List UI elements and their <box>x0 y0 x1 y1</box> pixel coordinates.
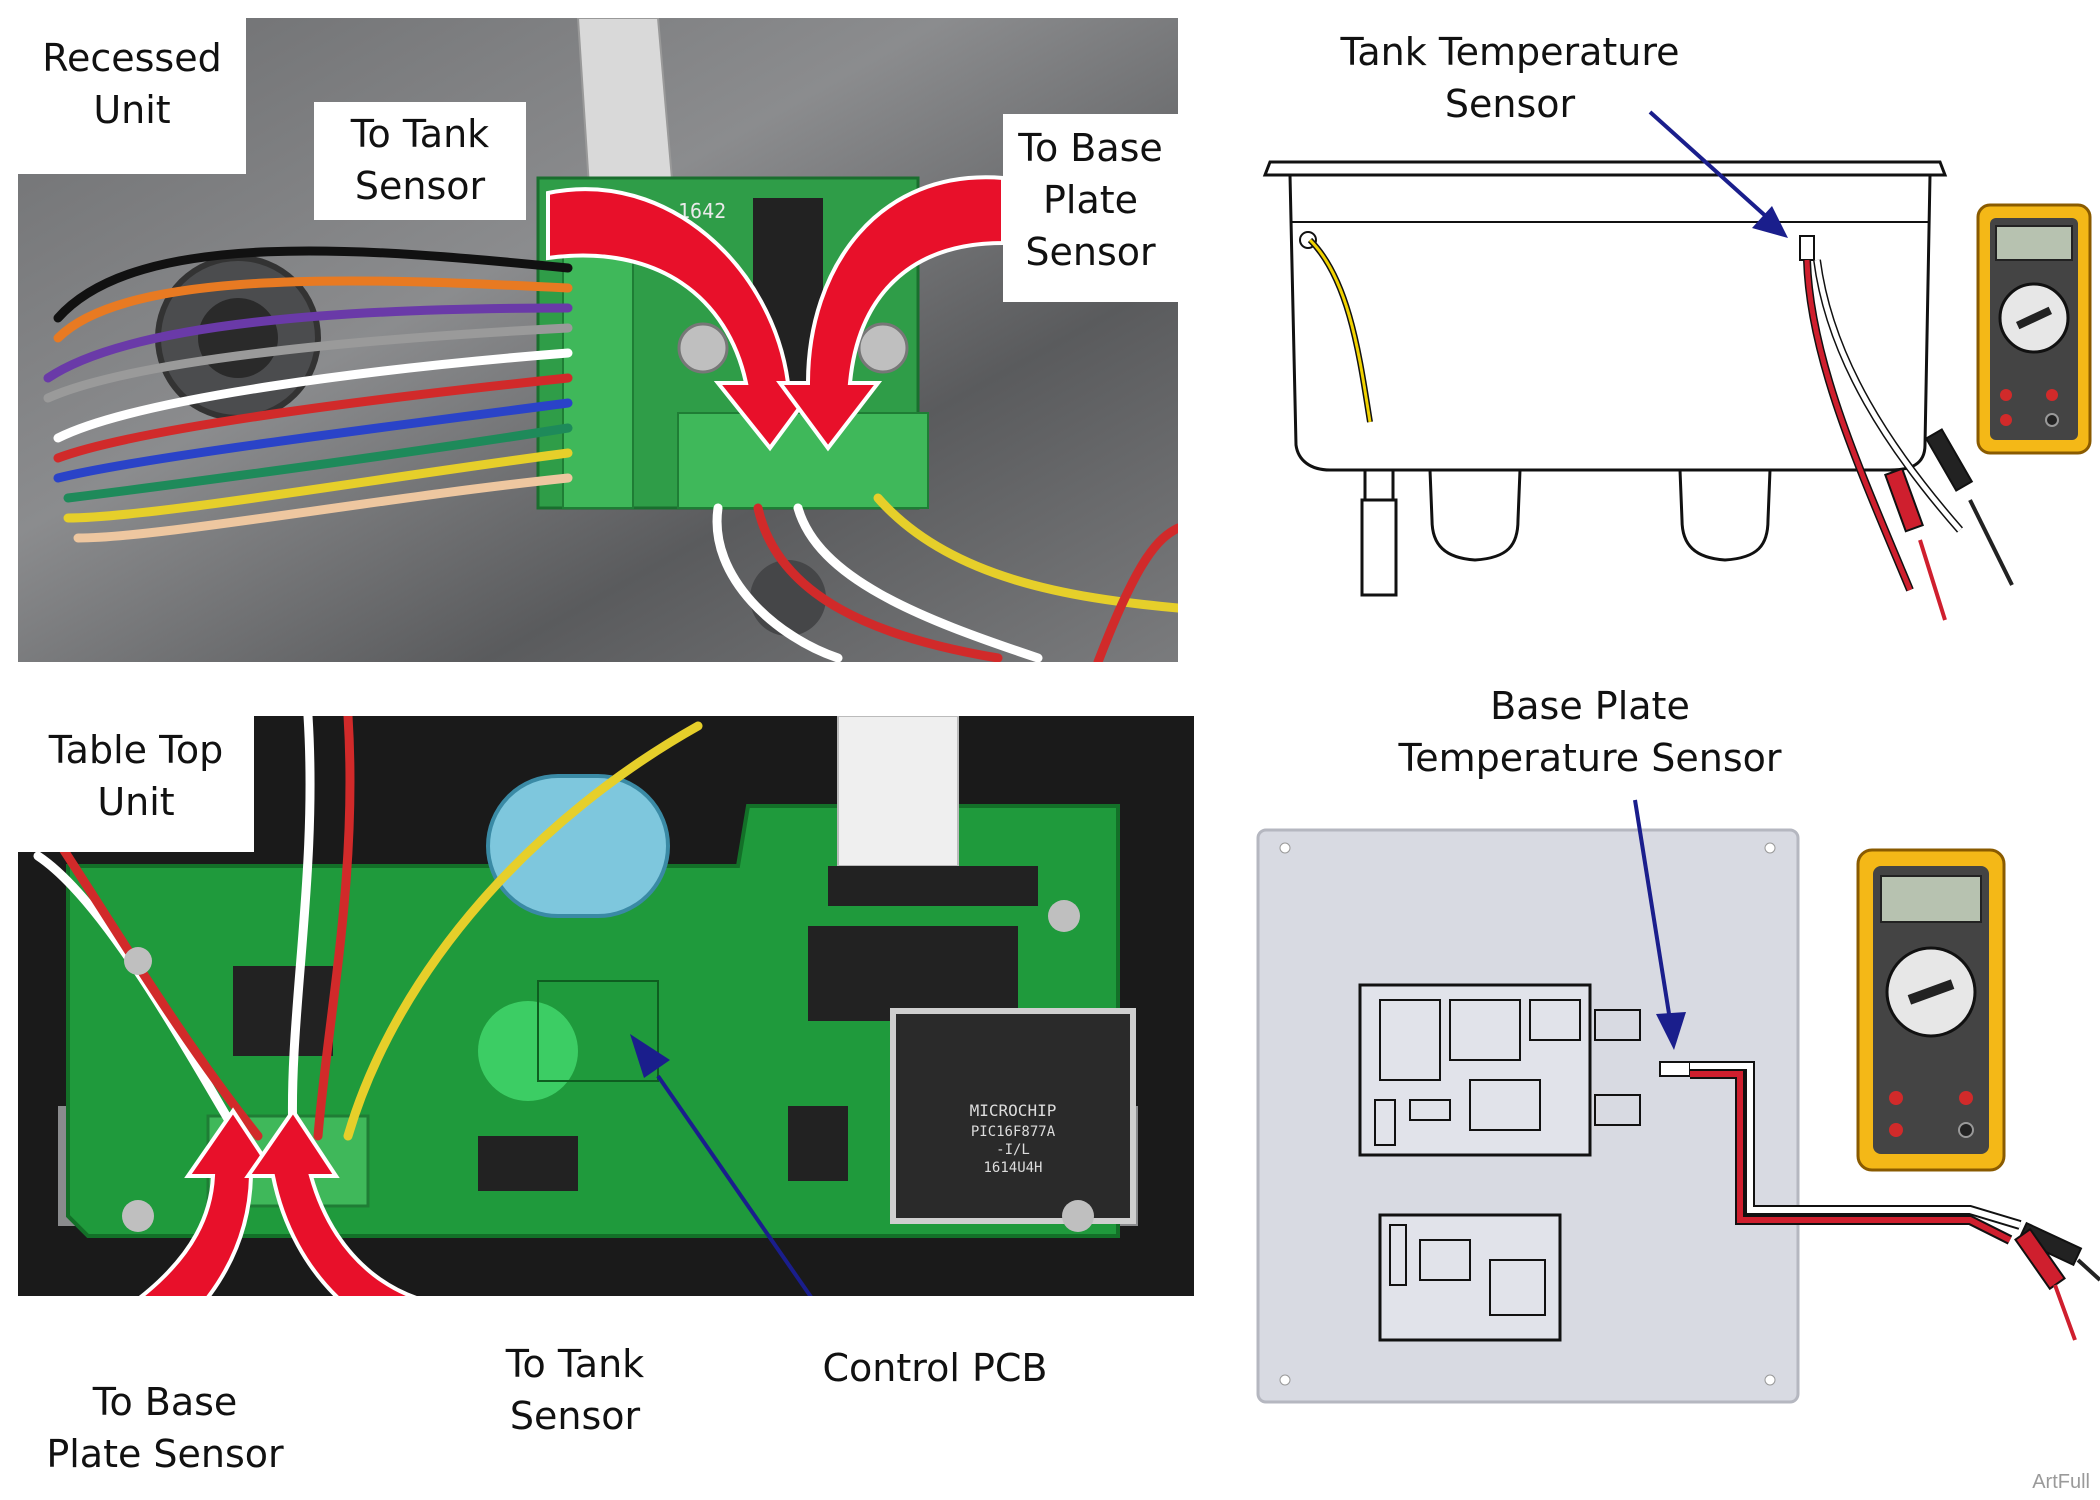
tank-diagram: Tank Temperature Sensor <box>1240 0 2100 650</box>
chip-part-number: PIC16F877A <box>971 1124 1056 1140</box>
to-base-plate-sensor-label: To Base Plate Sensor <box>1003 114 1178 302</box>
to-tank-sensor-label: To Tank Sensor <box>314 102 526 220</box>
chip-package: -I/L <box>996 1142 1030 1158</box>
control-pcb-label: Control PCB <box>822 1346 1048 1390</box>
recessed-unit-label: Recessed Unit <box>18 18 246 174</box>
recessed-unit-photo: 1642 <box>18 18 1178 662</box>
chip-maker: MICROCHIP <box>970 1101 1057 1120</box>
art-credit: ArtFull <box>2032 1471 2090 1493</box>
tank-temperature-sensor-label: Tank Temperature Sensor <box>1340 30 1680 126</box>
multimeter-icon <box>1976 203 2092 455</box>
control-pcb-illustration: MICROCHIP PIC16F877A -I/L 1614U4H <box>18 716 1194 1296</box>
to-base-plate-sensor-label-tabletop: To Base Plate Sensor <box>46 1380 284 1476</box>
base-plate-diagram: Base Plate Temperature Sensor <box>1240 680 2100 1500</box>
base-plate-temperature-sensor-label: Base Plate Temperature Sensor <box>1398 684 1782 780</box>
table-top-unit-photo: MICROCHIP PIC16F877A -I/L 1614U4H <box>18 716 1194 1296</box>
chip-lot: 1614U4H <box>983 1160 1042 1176</box>
to-tank-sensor-label-tabletop: To Tank Sensor <box>505 1342 645 1438</box>
tank-illustration <box>1262 110 2092 621</box>
multimeter-icon <box>1856 848 2006 1172</box>
recessed-unit-illustration: 1642 <box>18 18 1178 662</box>
table-top-unit-label: Table Top Unit <box>18 716 254 852</box>
base-plate-illustration <box>1256 799 2100 1404</box>
